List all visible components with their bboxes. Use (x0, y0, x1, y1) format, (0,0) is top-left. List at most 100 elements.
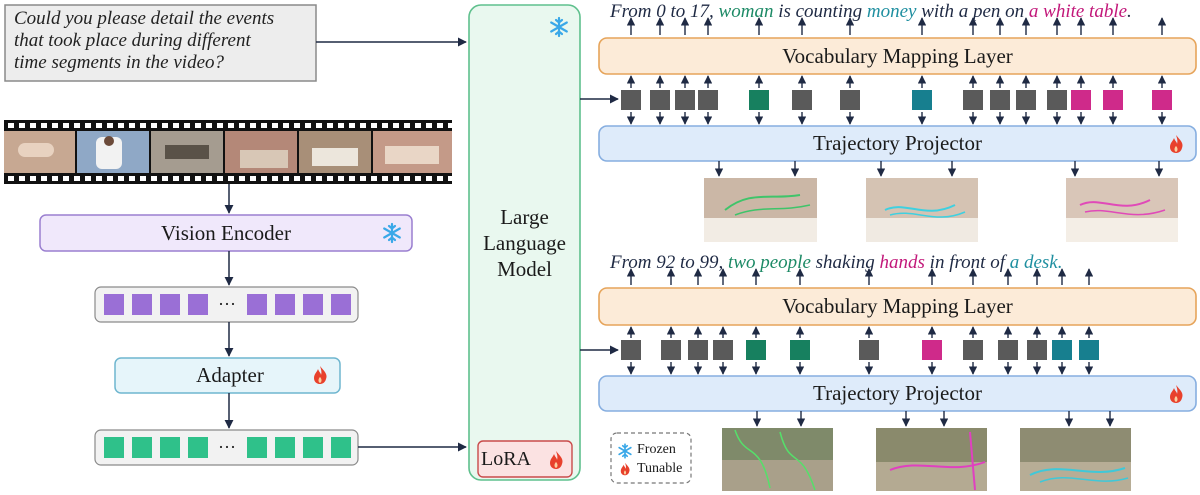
film-hole (426, 176, 432, 181)
top-token-gray (675, 90, 695, 110)
visual-token (331, 294, 351, 315)
bottom-token-gray (688, 340, 708, 360)
caption-segment: . (1127, 1, 1132, 22)
bottom-trajectory-images (722, 428, 1131, 491)
top-token-magenta (1071, 90, 1091, 110)
top-token-gray (792, 90, 812, 110)
film-hole (437, 176, 443, 181)
film-hole (437, 123, 443, 128)
adapted-token (104, 437, 124, 458)
film-hole (151, 176, 157, 181)
caption-segment: hands (879, 252, 925, 273)
film-hole (250, 123, 256, 128)
lora-box (477, 440, 573, 478)
film-hole (371, 176, 377, 181)
top-caption: From 0 to 17, woman is counting money wi… (610, 1, 1132, 23)
film-hole (162, 123, 168, 128)
film-hole (74, 123, 80, 128)
film-hole (338, 176, 344, 181)
top-token-gray (1047, 90, 1067, 110)
adapted-token (275, 437, 295, 458)
film-hole (393, 176, 399, 181)
adapter-label: Adapter (196, 363, 264, 387)
film-hole (228, 176, 234, 181)
film-hole (217, 176, 223, 181)
llm-label-line-2: Language (483, 231, 566, 255)
film-hole (107, 123, 113, 128)
llm-label-line-1: Large (500, 205, 549, 229)
top-trajectory-images (704, 178, 1178, 242)
film-hole (327, 123, 333, 128)
visual-token (303, 294, 323, 315)
adapted-token (247, 437, 267, 458)
film-hole (349, 123, 355, 128)
film-hole (118, 176, 124, 181)
bottom-caption: From 92 to 99, two people shaking hands … (610, 252, 1063, 274)
film-hole (52, 123, 58, 128)
legend-tunable-label: Tunable (637, 461, 683, 476)
adapted-token-ellipsis: ··· (218, 437, 236, 457)
bottom-token-teal (1052, 340, 1072, 360)
top-token-gray (650, 90, 670, 110)
top-vocab-mapping-box (598, 37, 1197, 75)
film-hole (63, 123, 69, 128)
top-token-gray (990, 90, 1010, 110)
film-hole (404, 176, 410, 181)
bottom-trajectory-projector-label: Trajectory Projector (813, 381, 982, 405)
film-hole (206, 123, 212, 128)
lora-label: LoRA (481, 448, 531, 470)
film-hole (85, 123, 91, 128)
adapted-token (188, 437, 208, 458)
film-hole (382, 176, 388, 181)
visual-token (104, 294, 124, 315)
bottom-token-green (790, 340, 810, 360)
question-box (4, 4, 317, 82)
adapted-token (303, 437, 323, 458)
top-token-gray (840, 90, 860, 110)
question-line-2: that took place during different (14, 30, 251, 51)
film-hole (327, 176, 333, 181)
caption-segment: From 92 to 99, (610, 252, 729, 273)
film-hole (195, 123, 201, 128)
film-hole (41, 176, 47, 181)
film-hole (349, 176, 355, 181)
bottom-vocab-mapping-label: Vocabulary Mapping Layer (782, 294, 1013, 318)
film-hole (426, 123, 432, 128)
top-token-gray (698, 90, 718, 110)
question-line-3: time segments in the video? (14, 52, 225, 73)
film-hole (8, 123, 14, 128)
film-hole (151, 123, 157, 128)
film-hole (118, 123, 124, 128)
film-hole (294, 123, 300, 128)
bottom-token-magenta (922, 340, 942, 360)
film-hole (8, 176, 14, 181)
film-hole (239, 176, 245, 181)
caption-segment: is counting (773, 1, 867, 22)
adapted-token (132, 437, 152, 458)
film-hole (228, 123, 234, 128)
top-trajectory-projector-label: Trajectory Projector (813, 131, 982, 155)
top-token-magenta (1152, 90, 1172, 110)
film-hole (239, 123, 245, 128)
bottom-token-gray (963, 340, 983, 360)
film-hole (173, 123, 179, 128)
film-hole (415, 123, 421, 128)
visual-token-ellipsis: ··· (218, 294, 236, 314)
caption-segment: in front of (924, 252, 1010, 273)
film-hole (96, 123, 102, 128)
bottom-token-green (746, 340, 766, 360)
film-hole (184, 176, 190, 181)
top-token-teal (912, 90, 932, 110)
film-hole (19, 123, 25, 128)
film-hole (140, 123, 146, 128)
adapted-token (331, 437, 351, 458)
caption-segment: a desk. (1009, 252, 1063, 273)
film-hole (283, 123, 289, 128)
film-hole (371, 123, 377, 128)
caption-segment: money (866, 1, 917, 22)
bottom-token-gray (859, 340, 879, 360)
bottom-token-gray (621, 340, 641, 360)
legend-frozen-label: Frozen (637, 442, 676, 457)
film-hole (415, 176, 421, 181)
